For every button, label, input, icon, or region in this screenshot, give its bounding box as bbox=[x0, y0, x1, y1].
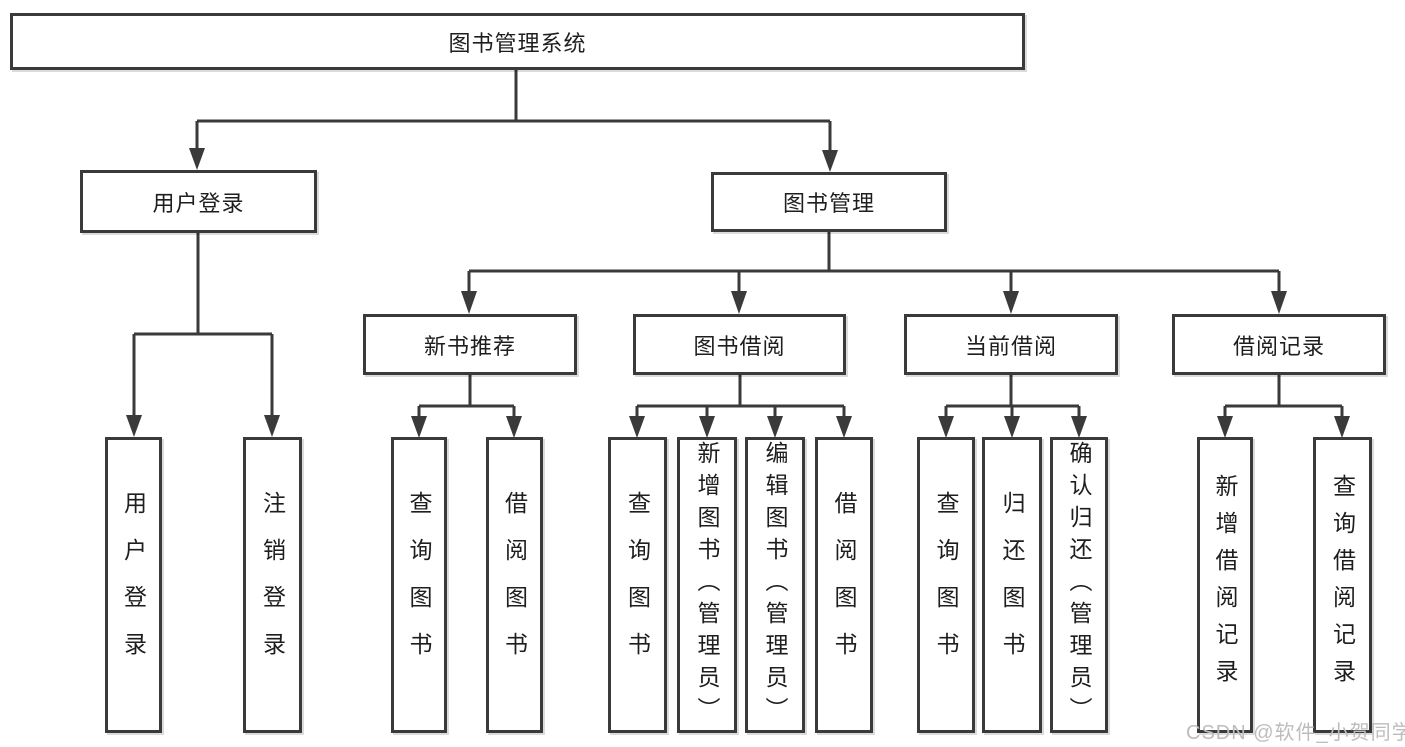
connector-line bbox=[1223, 375, 1344, 417]
leaf-return-books: 归还图书 bbox=[982, 437, 1042, 733]
arrowhead bbox=[189, 148, 205, 170]
connector-line bbox=[944, 375, 1081, 417]
arrowhead bbox=[731, 291, 747, 314]
connector-line bbox=[635, 375, 846, 417]
node-book-management: 图书管理 bbox=[711, 172, 947, 232]
leaf-logout: 注销登录 bbox=[243, 437, 302, 733]
leaf-label: 查询图书 bbox=[624, 491, 651, 679]
connector-line bbox=[417, 375, 516, 417]
connector-line bbox=[467, 232, 1281, 293]
arrowhead bbox=[699, 416, 715, 438]
arrowhead bbox=[1271, 291, 1287, 314]
leaf-label: 归还图书 bbox=[999, 491, 1025, 679]
arrowhead bbox=[1071, 416, 1087, 438]
arrowhead bbox=[822, 150, 838, 172]
leaf-label: 新增借阅记录 bbox=[1212, 474, 1238, 696]
arrowhead bbox=[411, 416, 427, 438]
connector-current-borrow-children bbox=[938, 375, 1087, 438]
arrowhead bbox=[461, 291, 477, 314]
node-user-login: 用户登录 bbox=[80, 170, 317, 233]
leaf-query-books-3: 查询图书 bbox=[917, 437, 975, 733]
leaf-label: 注销登录 bbox=[259, 491, 286, 679]
leaf-add-books-admin: 新增图书（管理员） bbox=[677, 437, 737, 733]
arrowhead bbox=[1217, 416, 1233, 438]
arrowhead bbox=[126, 415, 142, 437]
connector-borrow-records-children bbox=[1217, 375, 1350, 438]
leaf-add-borrow-record: 新增借阅记录 bbox=[1197, 437, 1253, 733]
leaf-label: 查询图书 bbox=[933, 491, 959, 679]
arrowhead bbox=[767, 416, 783, 438]
leaf-query-borrow-record: 查询借阅记录 bbox=[1313, 437, 1372, 733]
leaf-label: 用户登录 bbox=[120, 491, 147, 679]
leaf-confirm-return-admin: 确认归还（管理员） bbox=[1050, 437, 1108, 733]
leaf-label: 确认归还（管理员） bbox=[1066, 441, 1092, 729]
leaf-query-books-2: 查询图书 bbox=[608, 437, 667, 733]
arrowhead bbox=[264, 415, 280, 437]
node-root-system: 图书管理系统 bbox=[10, 13, 1025, 70]
leaf-borrow-books-2: 借阅图书 bbox=[815, 437, 873, 733]
leaf-label: 查询图书 bbox=[406, 491, 432, 679]
node-new-book-recommend: 新书推荐 bbox=[363, 314, 577, 375]
connector-user-login-children bbox=[126, 233, 280, 437]
leaf-user-login: 用户登录 bbox=[105, 437, 162, 733]
leaf-label: 借阅图书 bbox=[831, 491, 857, 679]
leaf-label: 新增图书（管理员） bbox=[694, 441, 720, 729]
arrowhead bbox=[836, 416, 852, 438]
arrowhead bbox=[629, 416, 645, 438]
connector-new-book-rec-children bbox=[411, 375, 522, 438]
csdn-watermark: CSDN @软件_小贺同学 bbox=[1186, 722, 1405, 744]
arrowhead bbox=[1334, 416, 1350, 438]
arrowhead bbox=[1003, 291, 1019, 314]
node-current-borrow: 当前借阅 bbox=[904, 314, 1118, 375]
connector-line bbox=[195, 70, 832, 152]
leaf-edit-books-admin: 编辑图书（管理员） bbox=[745, 437, 805, 733]
arrowhead bbox=[506, 416, 522, 438]
arrowhead bbox=[938, 416, 954, 438]
leaf-label: 查询借阅记录 bbox=[1329, 474, 1356, 696]
node-borrow-records: 借阅记录 bbox=[1172, 314, 1386, 375]
leaf-label: 编辑图书（管理员） bbox=[762, 441, 788, 729]
connector-book-borrow-children bbox=[629, 375, 852, 438]
arrowhead bbox=[1004, 416, 1020, 438]
connector-root-to-level2 bbox=[189, 70, 838, 172]
leaf-label: 借阅图书 bbox=[501, 491, 528, 679]
leaf-query-books-1: 查询图书 bbox=[391, 437, 447, 733]
leaf-borrow-books-1: 借阅图书 bbox=[486, 437, 543, 733]
connector-line bbox=[132, 233, 274, 416]
node-book-borrow: 图书借阅 bbox=[633, 314, 846, 375]
connector-book-mgmt-to-level3 bbox=[461, 232, 1287, 314]
